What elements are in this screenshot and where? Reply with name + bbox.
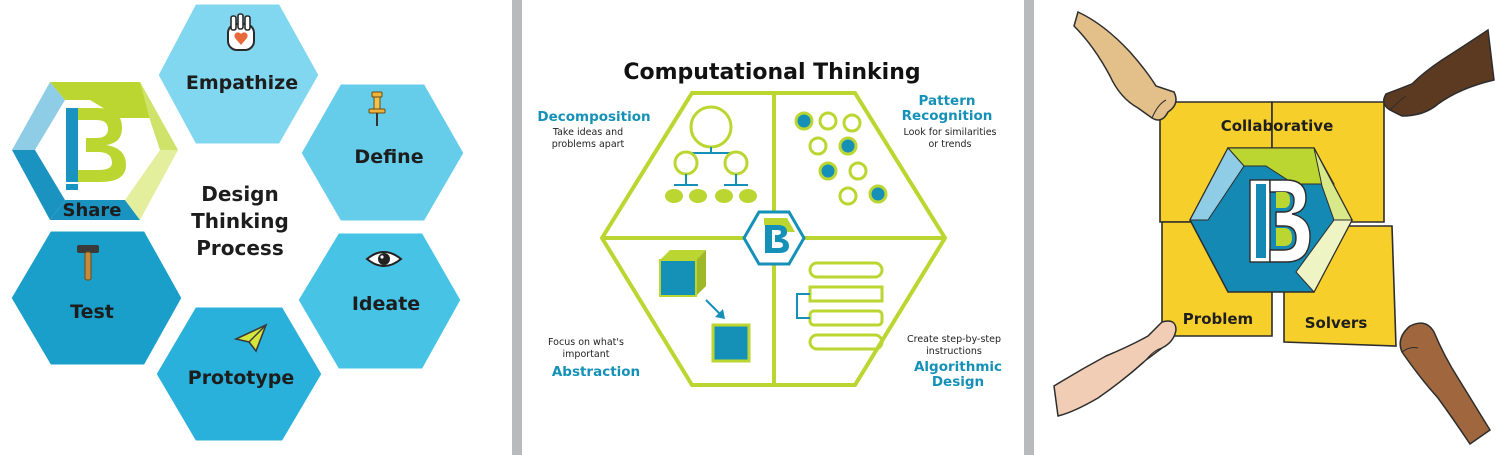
computational-thinking-diagram: Computational Thinking <box>537 60 1002 390</box>
algorithmic-heading-2: Design <box>932 374 984 390</box>
abstraction-desc-1: Focus on what's <box>548 337 624 348</box>
design-thinking-diagram: Empathize Define Ideate <box>8 1 467 444</box>
title-line-3: Process <box>196 236 284 260</box>
step-label-ideate: Ideate <box>352 293 420 315</box>
pattern-desc-2: or trends <box>928 139 971 150</box>
design-thinking-panel: Empathize Define Ideate <box>0 0 512 455</box>
abstraction-cube-icon <box>659 250 751 363</box>
b-logo-icon <box>66 108 126 190</box>
title-line-2: Thinking <box>191 209 289 233</box>
puzzle-pieces <box>1159 101 1397 347</box>
decomposition-desc-2: problems apart <box>552 139 625 150</box>
algorithmic-heading-1: Algorithmic <box>914 359 1002 375</box>
hammer-icon <box>77 245 99 281</box>
panel-divider <box>1024 0 1034 455</box>
algorithmic-desc-1: Create step-by-step <box>907 334 1001 345</box>
hand-bottom-left <box>1053 320 1177 417</box>
pattern-heading-2: Recognition <box>902 108 993 124</box>
pattern-dots-icon <box>794 111 888 206</box>
step-label-prototype: Prototype <box>188 367 294 389</box>
hand-heart-icon <box>227 13 255 51</box>
hex-empathize: Empathize <box>155 1 322 147</box>
b-logo-icon <box>1189 147 1353 293</box>
hex-test: Test <box>8 228 185 368</box>
abstraction-desc-2: important <box>563 349 610 360</box>
design-thinking-title: Design Thinking Process <box>191 182 289 260</box>
panel-divider <box>512 0 522 455</box>
hand-top-right <box>1383 28 1495 117</box>
decomposition-tree-icon <box>665 105 757 203</box>
collaborative-puzzle-panel: Collaborative Problem Solvers <box>1034 0 1500 455</box>
pattern-heading-1: Pattern <box>919 93 976 109</box>
hand-top-left <box>1073 10 1177 121</box>
hex-ideate: Ideate <box>295 230 464 372</box>
step-label-test: Test <box>70 301 114 323</box>
b-logo-icon <box>742 210 806 266</box>
ct-title: Computational Thinking <box>623 60 920 85</box>
algorithmic-desc-2: instructions <box>926 346 982 357</box>
decomposition-desc-1: Take ideas and <box>552 127 623 138</box>
step-label-empathize: Empathize <box>186 72 298 94</box>
computational-thinking-panel: Computational Thinking <box>522 0 1022 455</box>
title-line-1: Design <box>201 182 278 206</box>
eye-icon <box>365 251 403 267</box>
hex-prototype: Prototype <box>153 304 325 444</box>
abstraction-heading: Abstraction <box>552 364 640 380</box>
hex-share: Share <box>12 82 178 221</box>
puzzle-label-problem: Problem <box>1183 310 1253 328</box>
collaborative-puzzle-illustration: Collaborative Problem Solvers <box>1053 10 1495 446</box>
pushpin-icon <box>368 91 386 126</box>
pattern-desc-1: Look for similarities <box>903 127 996 138</box>
algorithm-flowchart-icon <box>796 261 884 351</box>
step-label-share: Share <box>62 200 121 221</box>
hex-define: Define <box>298 81 467 224</box>
decomposition-heading: Decomposition <box>537 109 650 125</box>
hand-bottom-right <box>1399 322 1492 446</box>
paper-plane-icon <box>233 323 268 353</box>
step-label-define: Define <box>354 146 423 168</box>
puzzle-label-solvers: Solvers <box>1305 314 1368 332</box>
puzzle-label-collaborative: Collaborative <box>1221 117 1334 135</box>
